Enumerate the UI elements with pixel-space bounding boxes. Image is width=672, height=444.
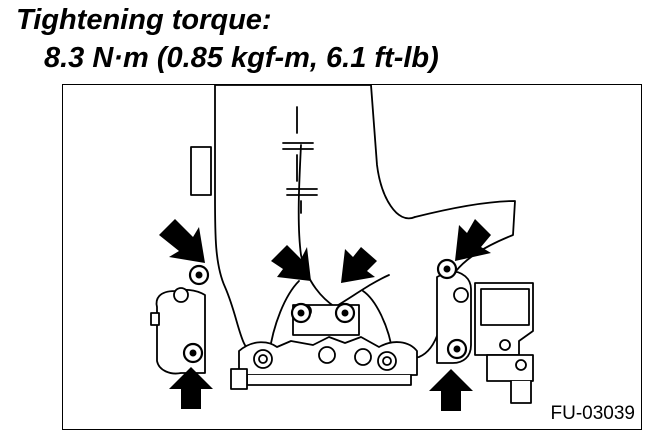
- rail-port-4-inner: [382, 356, 392, 366]
- left-tab: [150, 312, 160, 326]
- arrow-upper-right-icon: [455, 219, 491, 261]
- bolt-upper-right-center: [443, 265, 451, 273]
- rail-port-2: [318, 346, 336, 364]
- bolt-center-left-center: [297, 309, 305, 317]
- throttle-sensor-screw: [515, 359, 527, 371]
- diagram-frame: FU-03039: [62, 84, 642, 430]
- bolt-lower-right-center: [453, 345, 461, 353]
- rail-bottom: [246, 374, 412, 386]
- throttle-sensor: [486, 354, 534, 382]
- bolt-upper-left-center: [195, 271, 203, 279]
- arrow-upper-left-icon: [159, 219, 205, 263]
- throttle-body-screw-1: [499, 339, 511, 351]
- intake-manifold-diagram: [150, 85, 534, 411]
- figure-id-label: FU-03039: [550, 403, 636, 424]
- throttle-connector: [510, 380, 532, 404]
- arrow-center-right-icon: [341, 247, 377, 283]
- torque-value: 8.3 N·m (0.85 kgf-m, 6.1 ft-lb): [44, 42, 439, 74]
- arrow-lower-right-icon: [429, 369, 473, 411]
- runner-line-left: [297, 144, 336, 308]
- arrow-center-left-icon: [271, 245, 311, 281]
- throttle-body-bore: [480, 288, 530, 326]
- bottom-left-bracket: [230, 368, 248, 390]
- bolt-center-right-center: [341, 309, 349, 317]
- bolt-lower-left-center: [189, 349, 197, 357]
- right-flange-hole: [453, 287, 469, 303]
- runner-line-right: [334, 274, 390, 308]
- rail-port-1-inner: [258, 354, 268, 364]
- torque-heading: Tightening torque:: [16, 4, 272, 36]
- left-bracket: [190, 146, 212, 196]
- left-flange-hole: [173, 287, 189, 303]
- arrow-lower-left-icon: [169, 367, 213, 409]
- rail-port-3: [354, 348, 372, 366]
